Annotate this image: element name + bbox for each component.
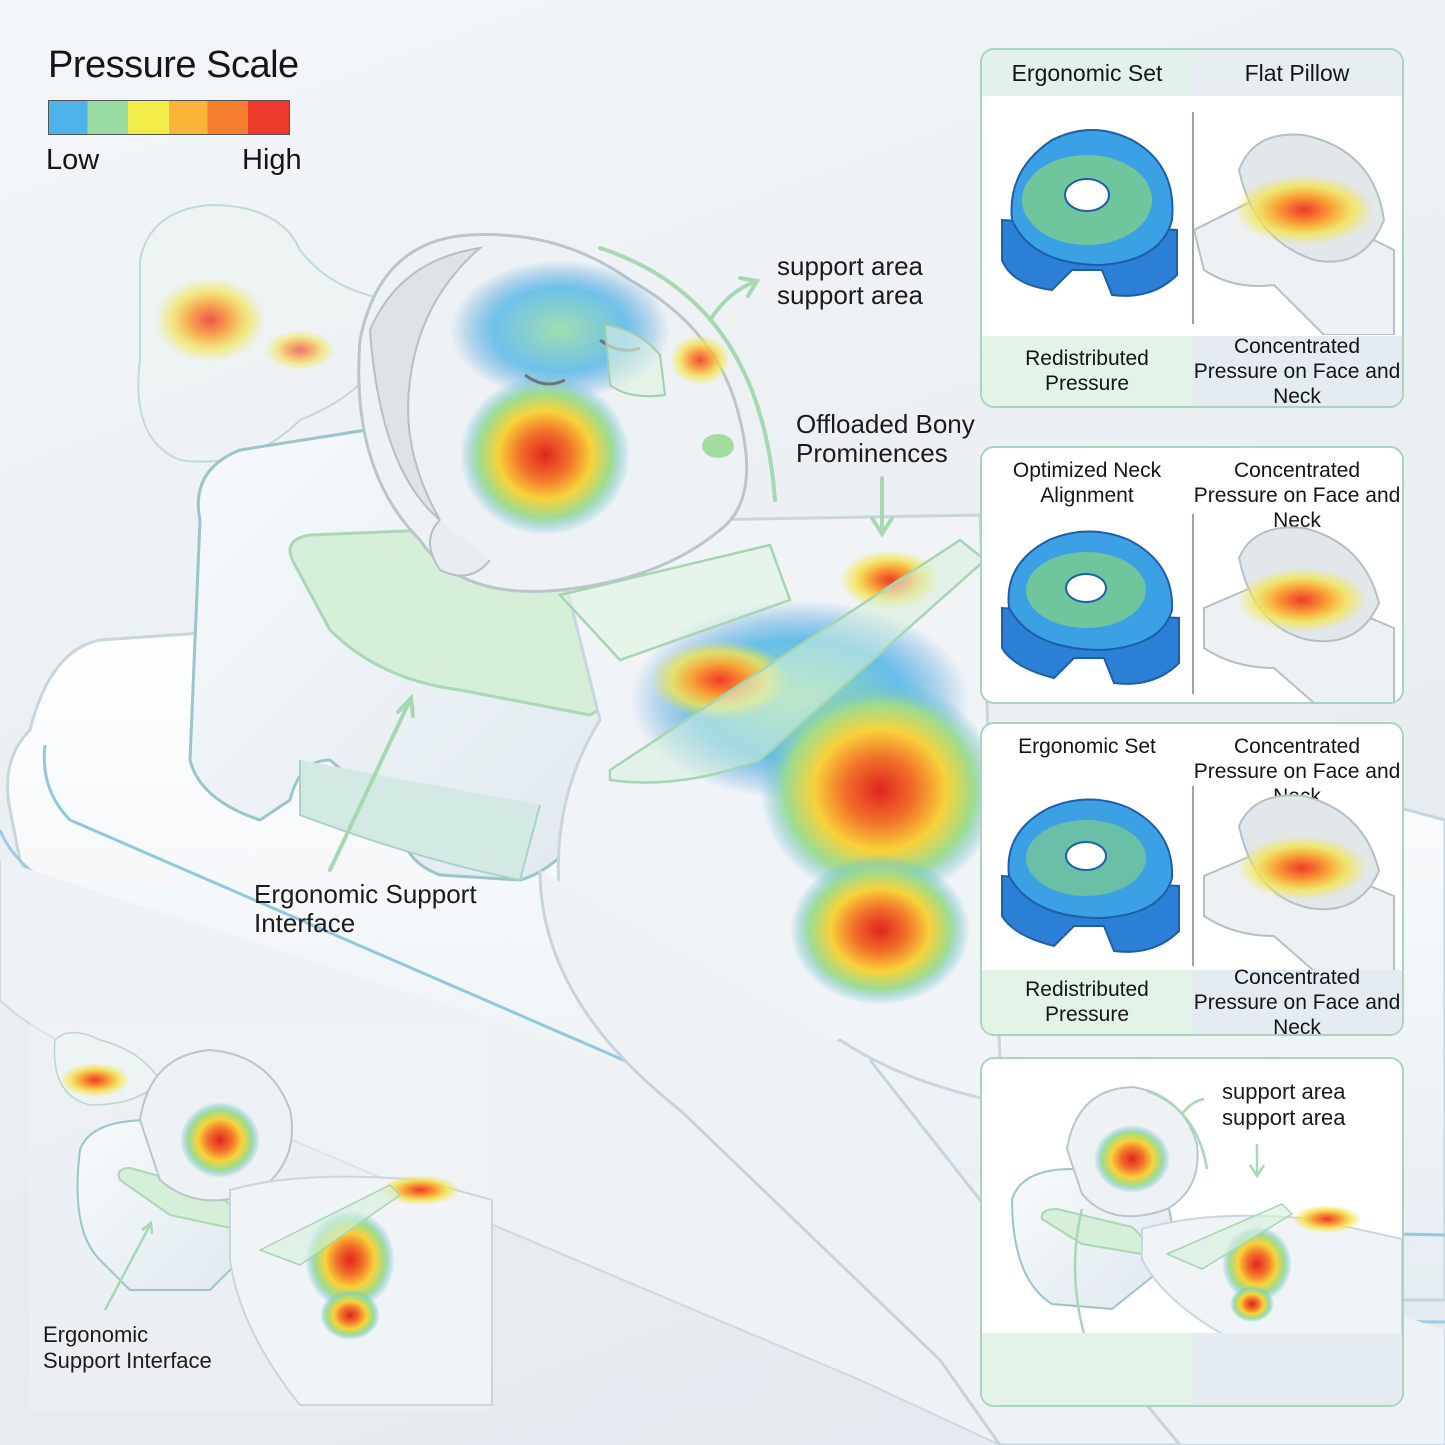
panel1-left-caption: Redistributed Pressure <box>982 336 1192 406</box>
panel1-ergonomic-pillow-heatmap <box>1001 129 1178 297</box>
panel1-right-caption: Concentrated Pressure on Face and Neck <box>1192 334 1402 408</box>
panel4-left-footer <box>982 1333 1192 1405</box>
panel1-right-header: Flat Pillow <box>1192 50 1402 96</box>
patient-body <box>538 513 1182 1445</box>
pressure-scale-bar <box>48 100 290 135</box>
offloaded-bony-label: Offloaded Bony Prominences <box>796 409 975 468</box>
panel2-ergonomic-pillow-heatmap <box>1001 530 1180 685</box>
panel1-divider <box>1192 112 1194 324</box>
pressure-scale-low-label: Low <box>46 144 100 176</box>
comparison-panel-1: Ergonomic Set Flat Pillow Redistributed … <box>980 48 1404 408</box>
panel3-ergonomic-pillow-heatmap <box>1001 798 1180 953</box>
comparison-panel-3: Ergonomic Set Concentrated Pressure on F… <box>980 722 1404 1036</box>
callout-arrows <box>328 246 894 872</box>
panel3-flat-pillow-heatmap <box>1203 794 1395 971</box>
support-area-label-2: support area <box>777 280 923 310</box>
panel2-flat-pillow-heatmap <box>1203 526 1395 702</box>
panel3-right-caption: Concentrated Pressure on Face and Neck <box>1192 965 1402 1036</box>
inset-illustration <box>30 1020 493 1410</box>
panel1-left-header: Ergonomic Set <box>982 50 1192 96</box>
ergonomic-interface-label: Ergonomic Support Interface <box>254 879 477 938</box>
panel4-support-area-label-1: support area <box>1222 1079 1346 1104</box>
inset-interface-label-line1: Ergonomic <box>43 1322 149 1347</box>
pressure-scale-title: Pressure Scale <box>48 44 299 86</box>
inset-interface-label-line2: Support Interface <box>43 1348 212 1373</box>
panel2-left-title: Optimized Neck Alignment <box>1012 459 1162 507</box>
panel2-right-title: Concentrated Pressure on Face and Neck <box>1193 459 1401 532</box>
panel1-flat-pillow-heatmap <box>1194 133 1395 335</box>
panel3-left-title: Ergonomic Set <box>1018 735 1156 758</box>
pressure-scale-high-label: High <box>242 144 302 176</box>
patient-head <box>357 233 749 593</box>
comparison-panel-4: support area support area <box>980 1057 1404 1407</box>
panel4-right-footer <box>1192 1333 1402 1405</box>
panel3-divider <box>1192 786 1194 966</box>
panel3-left-caption: Redistributed Pressure <box>982 970 1192 1034</box>
comparison-panel-2: Optimized Neck Alignment Concentrated Pr… <box>980 446 1404 704</box>
panel4-mini-illustration <box>1010 1085 1402 1334</box>
panel2-divider <box>1192 514 1194 694</box>
panel4-support-area-label-2: support area <box>1222 1105 1346 1130</box>
faded-pillow-heatmap <box>137 203 392 463</box>
support-area-label-1: support area <box>777 251 923 281</box>
